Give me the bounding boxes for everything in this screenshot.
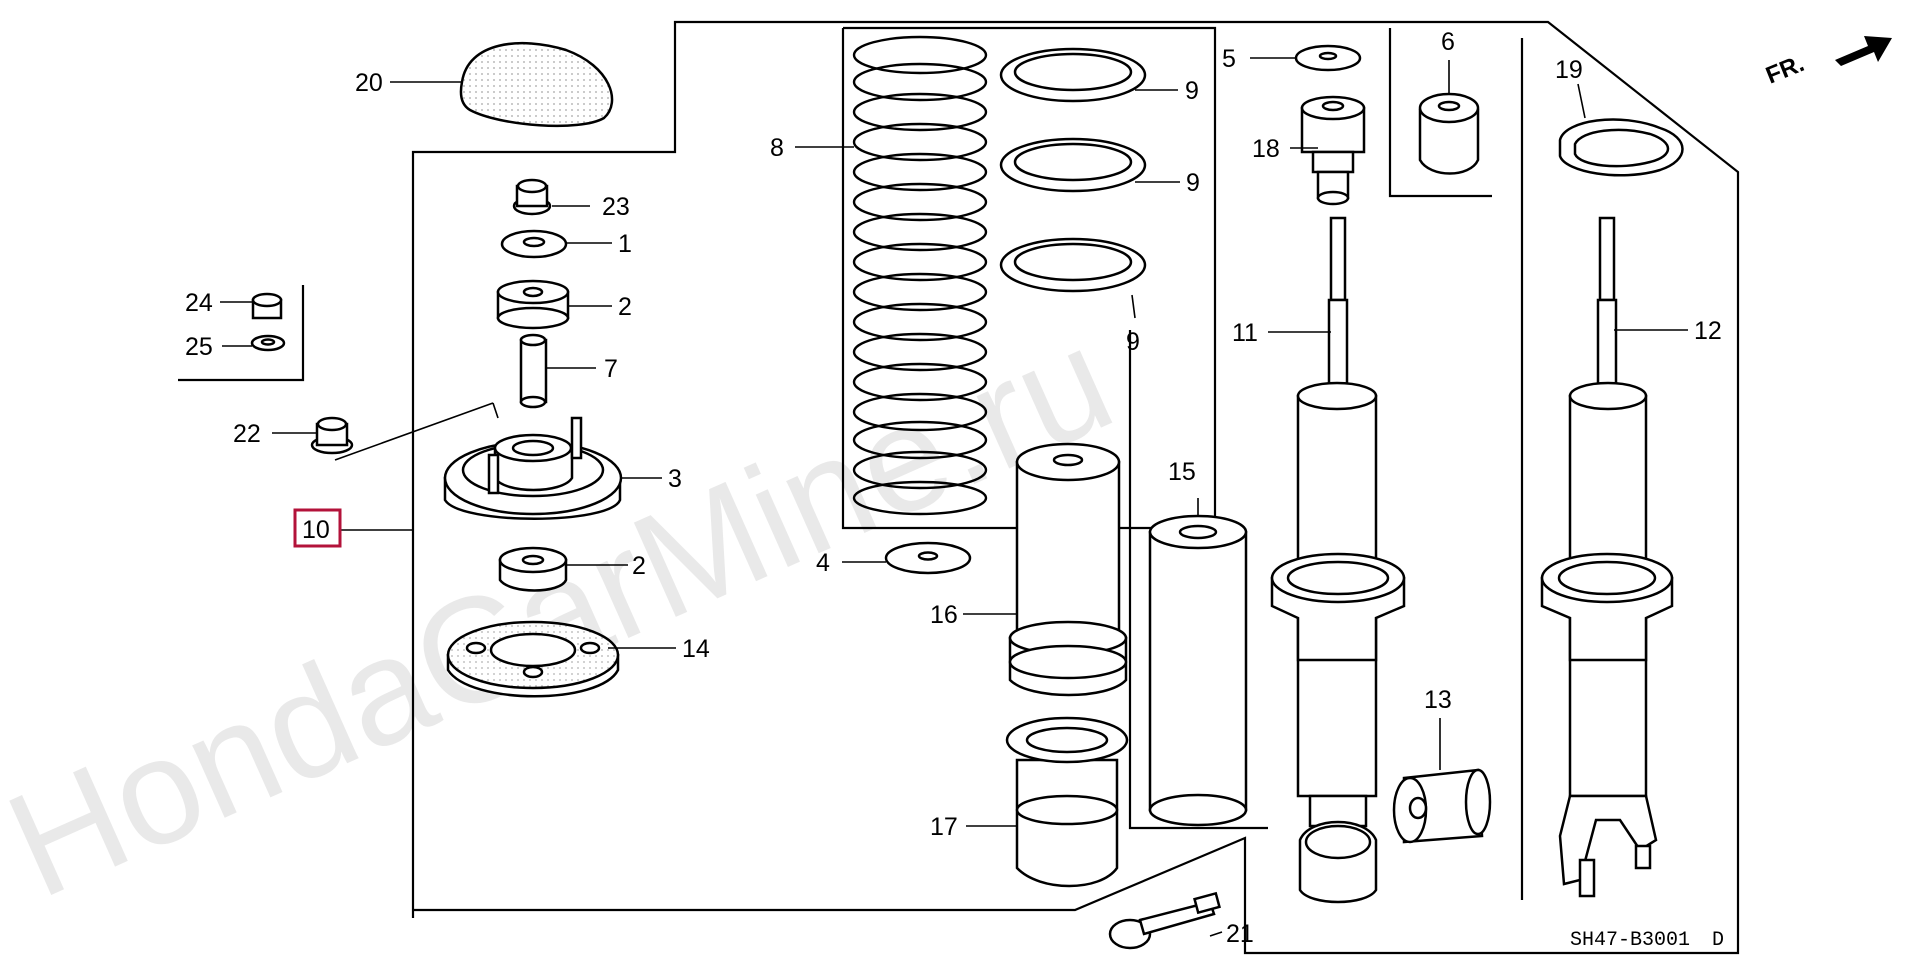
assembly-frames: [178, 20, 1740, 955]
dust-cover-part-16: [1008, 442, 1128, 697]
callout-9-b[interactable]: 9: [1186, 169, 1200, 197]
callout-3[interactable]: 3: [668, 465, 682, 493]
flange-bolt-part-21: [1108, 891, 1221, 950]
shock-absorber-part-12: [1540, 216, 1674, 898]
callout-15[interactable]: 15: [1168, 458, 1196, 486]
washer-part-25: [250, 334, 286, 352]
front-arrow-icon: [1835, 36, 1892, 66]
callout-7[interactable]: 7: [604, 355, 618, 383]
callout-9-c[interactable]: 9: [1126, 328, 1140, 356]
front-direction-indicator: FR.: [1762, 36, 1892, 90]
callout-2-upper[interactable]: 2: [618, 293, 632, 321]
bushing-part-6: [1418, 92, 1480, 175]
coil-spring-part-8: [852, 35, 988, 516]
callout-2-lower[interactable]: 2: [632, 552, 646, 580]
callout-22[interactable]: 22: [233, 420, 261, 448]
spring-spacer-part-9-a: [999, 47, 1147, 103]
bump-stop-part-17: [1005, 716, 1129, 888]
flange-nut-part-22: [310, 416, 354, 455]
callout-18[interactable]: 18: [1252, 135, 1280, 163]
callout-labels: 20 23 1 2 7 3 2 14 10 24 25 22 8 9 9 9 4…: [185, 28, 1722, 948]
callout-25[interactable]: 25: [185, 333, 213, 361]
callout-6[interactable]: 6: [1441, 28, 1455, 56]
callout-5[interactable]: 5: [1222, 45, 1236, 73]
callout-24[interactable]: 24: [185, 289, 213, 317]
leader-lines: [220, 57, 1688, 937]
callout-20[interactable]: 20: [355, 69, 383, 97]
drawing-code: SH47-B3001: [1570, 929, 1690, 952]
callout-21[interactable]: 21: [1226, 920, 1254, 948]
bushing-set-part-18: [1300, 95, 1366, 206]
callout-17[interactable]: 17: [930, 813, 958, 841]
self-locking-nut-part-23: [512, 178, 552, 216]
callout-16[interactable]: 16: [930, 601, 958, 629]
drawing-revision: D: [1712, 929, 1724, 952]
callout-8[interactable]: 8: [770, 134, 784, 162]
watermark-text: HondaCarMine.ru: [0, 294, 1135, 929]
callout-10[interactable]: 10: [302, 516, 330, 544]
callout-23[interactable]: 23: [602, 193, 630, 221]
mount-rubber-part-2-upper: [496, 279, 570, 330]
callout-12[interactable]: 12: [1694, 317, 1722, 345]
callout-9-a[interactable]: 9: [1185, 77, 1199, 105]
shock-absorber-part-11: [1270, 216, 1406, 904]
spring-spacer-part-9-c: [999, 237, 1147, 293]
callout-1[interactable]: 1: [618, 230, 632, 258]
gasket-part-19: [1558, 118, 1684, 177]
washer-part-5: [1294, 44, 1362, 72]
nut-part-24: [251, 292, 283, 320]
front-direction-label: FR.: [1762, 50, 1808, 90]
callout-11[interactable]: 11: [1232, 319, 1258, 347]
upper-mount-base-part-3: [443, 416, 623, 520]
spring-spacer-part-9-b: [999, 137, 1147, 193]
callout-14[interactable]: 14: [682, 635, 710, 663]
collar-part-7: [519, 333, 548, 409]
mount-rubber-part-2-lower: [498, 546, 568, 592]
callout-13[interactable]: 13: [1424, 686, 1452, 714]
selected-part-highlight: [293, 508, 342, 548]
sleeve-part-15: [1148, 514, 1248, 827]
spring-seat-washer-part-4: [884, 541, 972, 575]
callout-4[interactable]: 4: [816, 549, 830, 577]
callout-19[interactable]: 19: [1555, 56, 1583, 84]
washer-part-1: [500, 229, 568, 259]
lower-bushing-part-13: [1392, 768, 1492, 844]
mount-cushion-part-14: [446, 620, 620, 698]
